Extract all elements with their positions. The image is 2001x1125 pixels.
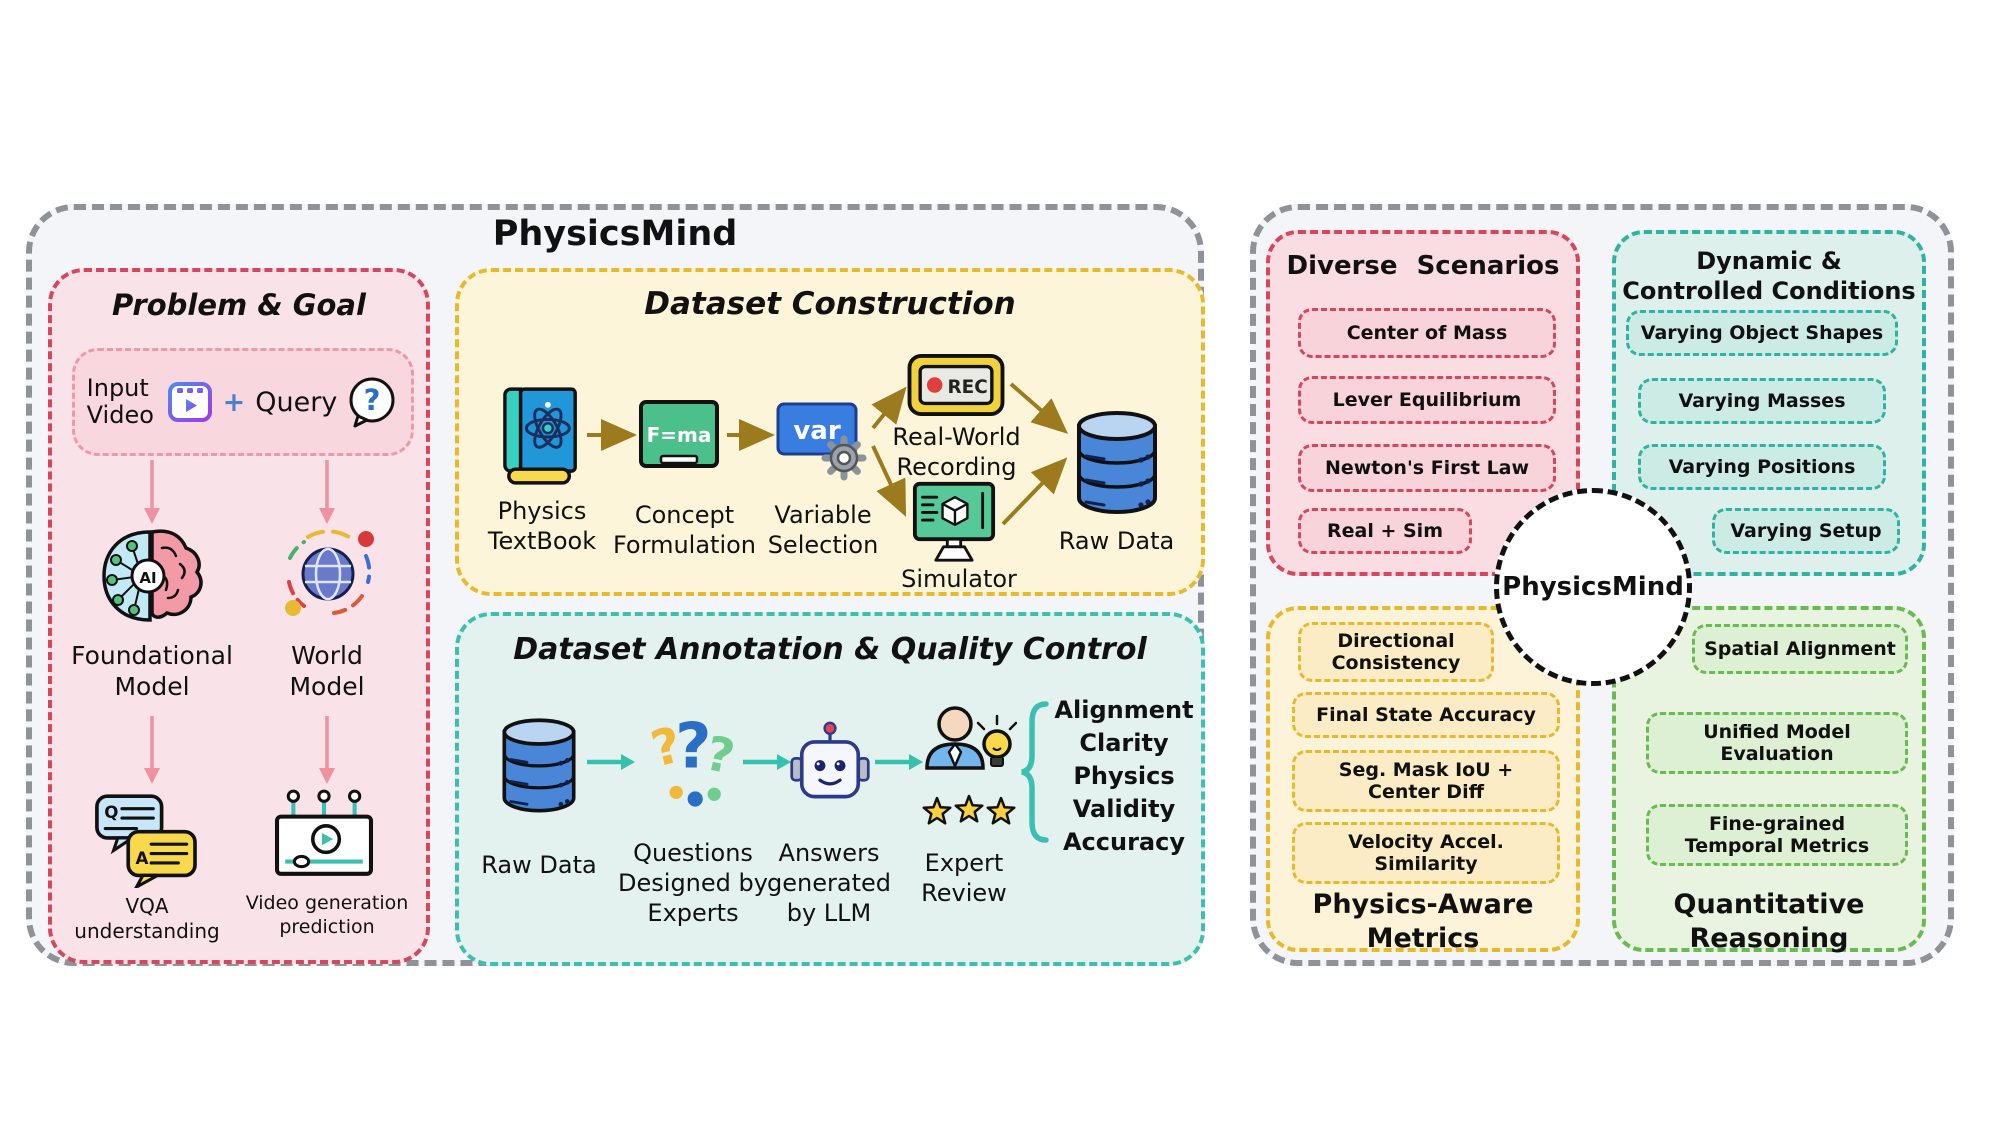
raw-data-database-icon: [502, 718, 576, 813]
dataset-construction-title: Dataset Construction: [644, 286, 1016, 322]
svg-text:var: var: [793, 416, 840, 446]
svg-text:REC: REC: [948, 377, 988, 398]
arrow-down-icon: [144, 460, 160, 524]
dynamic-conditions-title: Dynamic & Controlled Conditions: [1622, 247, 1916, 305]
world-model-label: World Model: [289, 641, 365, 702]
dataset-construction-section: Dataset Construction: [455, 268, 1205, 596]
annotation-title: Dataset Annotation & Quality Control: [513, 632, 1147, 667]
metric-chip: Final State Accuracy: [1292, 692, 1560, 738]
scenario-chip: Lever Equilibrium: [1298, 376, 1556, 424]
construction-flow-arrows: [587, 382, 1069, 526]
simulator-icon: [912, 481, 996, 562]
criteria-item: Accuracy: [1062, 828, 1185, 856]
criteria-item: Clarity: [1079, 729, 1169, 757]
raw-data-label: Raw Data: [481, 851, 597, 879]
physics-textbook-label: Physics TextBook: [487, 497, 597, 555]
world-globe-icon: [285, 529, 374, 616]
arrow-down-icon: [144, 716, 160, 784]
variable-selection-label: Variable Selection: [767, 501, 879, 559]
question-bubble-icon: ?: [349, 377, 395, 428]
dynamic-conditions-quadrant: Dynamic & Controlled Conditions Varying …: [1612, 230, 1926, 576]
query-label: Query: [255, 386, 338, 418]
variable-gear-icon: var: [776, 402, 867, 481]
metric-chip: Seg. Mask IoU + Center Diff: [1292, 750, 1560, 812]
videogen-label: Video generation prediction: [245, 892, 409, 938]
arrow-right-icon: [875, 754, 923, 770]
physics-metrics-quadrant: Directional Consistency Final State Accu…: [1266, 606, 1580, 954]
questions-label: Questions Designed by Experts: [618, 839, 768, 927]
raw-data-label: Raw Data: [1058, 527, 1175, 555]
curly-brace-icon: [1021, 701, 1049, 843]
arrow-right-icon: [587, 754, 635, 770]
qa-bubbles-icon: Q A: [95, 794, 197, 888]
svg-text:F=ma: F=ma: [647, 423, 712, 447]
condition-chip: Varying Object Shapes: [1626, 310, 1898, 356]
rec-camera-icon: REC: [907, 354, 1005, 416]
raw-data-database-icon: [1077, 411, 1157, 514]
vqa-label: VQA understanding: [74, 894, 220, 943]
physicsmind-hub-circle: PhysicsMind: [1494, 488, 1692, 686]
diverse-scenarios-quadrant: Diverse Scenarios Center of Mass Lever E…: [1266, 230, 1580, 576]
scenario-chip: Center of Mass: [1298, 308, 1556, 358]
criteria-item: Validity: [1072, 795, 1176, 823]
problem-goal-section: Problem & Goal Input Video + Query ?: [48, 268, 430, 964]
concept-formulation-label: Concept Formulation: [612, 501, 756, 559]
input-query-box: Input Video + Query ?: [72, 348, 414, 456]
plus-sign: +: [222, 386, 246, 418]
criteria-item: Alignment: [1054, 696, 1194, 724]
video-generation-icon: [274, 789, 374, 876]
main-title: PhysicsMind: [492, 214, 738, 254]
problem-goal-title: Problem & Goal: [112, 288, 366, 322]
criteria-item: Physics: [1073, 762, 1175, 790]
chalkboard-icon: F=ma: [639, 400, 719, 468]
svg-text:?: ?: [675, 710, 711, 783]
ai-brain-icon: AI: [102, 529, 203, 622]
input-video-label: Input Video: [86, 374, 154, 429]
quantitative-reasoning-quadrant: Spatial Alignment Unified Model Evaluati…: [1612, 606, 1926, 954]
physicsmind-hub-label: PhysicsMind: [1502, 572, 1684, 602]
diverse-scenarios-title: Diverse Scenarios: [1286, 251, 1560, 281]
simulator-label: Simulator: [901, 565, 1017, 593]
arrow-down-icon: [319, 460, 335, 524]
scenario-chip: Real + Sim: [1298, 508, 1472, 554]
foundational-model-label: Foundational Model: [71, 641, 233, 702]
condition-chip: Varying Masses: [1638, 378, 1886, 424]
video-icon: [167, 382, 212, 422]
svg-text:A: A: [136, 849, 149, 868]
arrow-right-icon: [743, 754, 791, 770]
svg-text:AI: AI: [139, 569, 156, 587]
svg-text:?: ?: [364, 383, 381, 417]
reasoning-chip: Unified Model Evaluation: [1646, 712, 1908, 774]
robot-icon: [790, 721, 870, 799]
annotation-quality-section: Dataset Annotation & Quality Control ?: [455, 612, 1205, 966]
physics-metrics-title: Physics-Aware Metrics: [1312, 889, 1534, 954]
criteria-list: Alignment Clarity Physics Validity Accur…: [1049, 694, 1199, 859]
reasoning-chip: Fine-grained Temporal Metrics: [1646, 804, 1908, 866]
expert-review-icon: [922, 706, 1017, 825]
answers-label: Answers generated by LLM: [767, 839, 891, 927]
condition-chip: Varying Setup: [1712, 508, 1900, 554]
metric-chip: Directional Consistency: [1298, 622, 1494, 682]
reasoning-chip: Spatial Alignment: [1692, 624, 1908, 674]
question-marks-icon: ? ? ?: [645, 710, 737, 807]
arrow-down-icon: [319, 716, 335, 784]
quantitative-reasoning-title: Quantitative Reasoning: [1673, 889, 1865, 954]
scenario-chip: Newton's First Law: [1298, 444, 1556, 492]
metric-chip: Velocity Accel. Similarity: [1292, 822, 1560, 884]
real-world-recording-label: Real-World Recording: [892, 423, 1021, 481]
physics-book-icon: [503, 387, 577, 485]
svg-text:Q: Q: [104, 803, 118, 822]
condition-chip: Varying Positions: [1638, 444, 1886, 490]
expert-review-label: Expert Review: [921, 849, 1007, 907]
